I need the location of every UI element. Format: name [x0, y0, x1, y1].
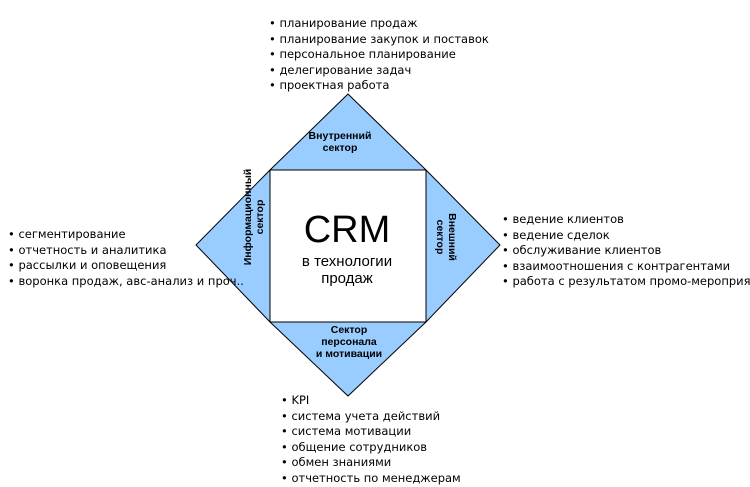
- list-item: сегментирование: [8, 227, 244, 243]
- sector-label-line: персонала: [321, 336, 377, 348]
- sector-label-line: Внутренний: [308, 130, 372, 142]
- sector-label-line: Сектор: [330, 324, 368, 336]
- list-item: взаимоотношения с контрагентами: [502, 259, 750, 275]
- list-item: система учета действий: [281, 409, 461, 425]
- list-item: рассылки и оповещения: [8, 258, 244, 274]
- sector-label-information: Информационный сектор: [242, 169, 266, 266]
- center-title: CRM: [303, 209, 391, 251]
- list-item: отчетность и аналитика: [8, 243, 244, 259]
- personnel-sector-list: KPI система учета действий система мотив…: [281, 393, 461, 487]
- list-item: планирование закупок и поставок: [269, 32, 488, 48]
- sector-label-personnel: Сектор персонала и мотивации: [316, 324, 382, 360]
- list-item: проектная работа: [269, 78, 489, 94]
- list-item: планирование продаж: [269, 16, 489, 32]
- list-item: воронка продаж, авс-анализ и проч..: [8, 274, 243, 290]
- list-item: персональное планирование: [269, 47, 489, 63]
- list-item: KPI: [281, 393, 461, 409]
- center-subtitle: в технологии продаж: [302, 253, 392, 287]
- internal-sector-list: планирование продаж планирование закупок…: [269, 16, 489, 94]
- list-item: система мотивации: [281, 424, 461, 440]
- sector-label-line: сектор: [254, 199, 266, 235]
- center-square: [269, 169, 427, 323]
- list-item: ведение клиентов: [502, 212, 750, 228]
- sector-label-line: Внешний: [446, 213, 458, 261]
- list-item: делегирование задач: [269, 63, 489, 79]
- list-item: общение сотрудников: [281, 440, 461, 456]
- external-sector-list: ведение клиентов ведение сделок обслужив…: [502, 212, 750, 290]
- sector-label-line: и мотивации: [315, 348, 383, 360]
- list-item: ведение сделок: [502, 228, 750, 244]
- sector-label-external: Внешний сектор: [434, 213, 458, 261]
- list-item: обслуживание клиентов: [502, 243, 750, 259]
- list-item: отчетность по менеджерам: [281, 471, 460, 487]
- information-sector-list: сегментирование отчетность и аналитика р…: [8, 227, 244, 290]
- list-item: обмен знаниями: [281, 455, 461, 471]
- center-subtitle-line: в технологии: [301, 253, 393, 270]
- sector-label-internal: Внутренний сектор: [309, 130, 372, 154]
- list-item: работа с результатом промо-мероприятий: [502, 274, 750, 290]
- sector-label-line: сектор: [434, 219, 446, 255]
- sector-label-line: сектор: [322, 142, 358, 154]
- center-subtitle-line: продаж: [321, 270, 373, 287]
